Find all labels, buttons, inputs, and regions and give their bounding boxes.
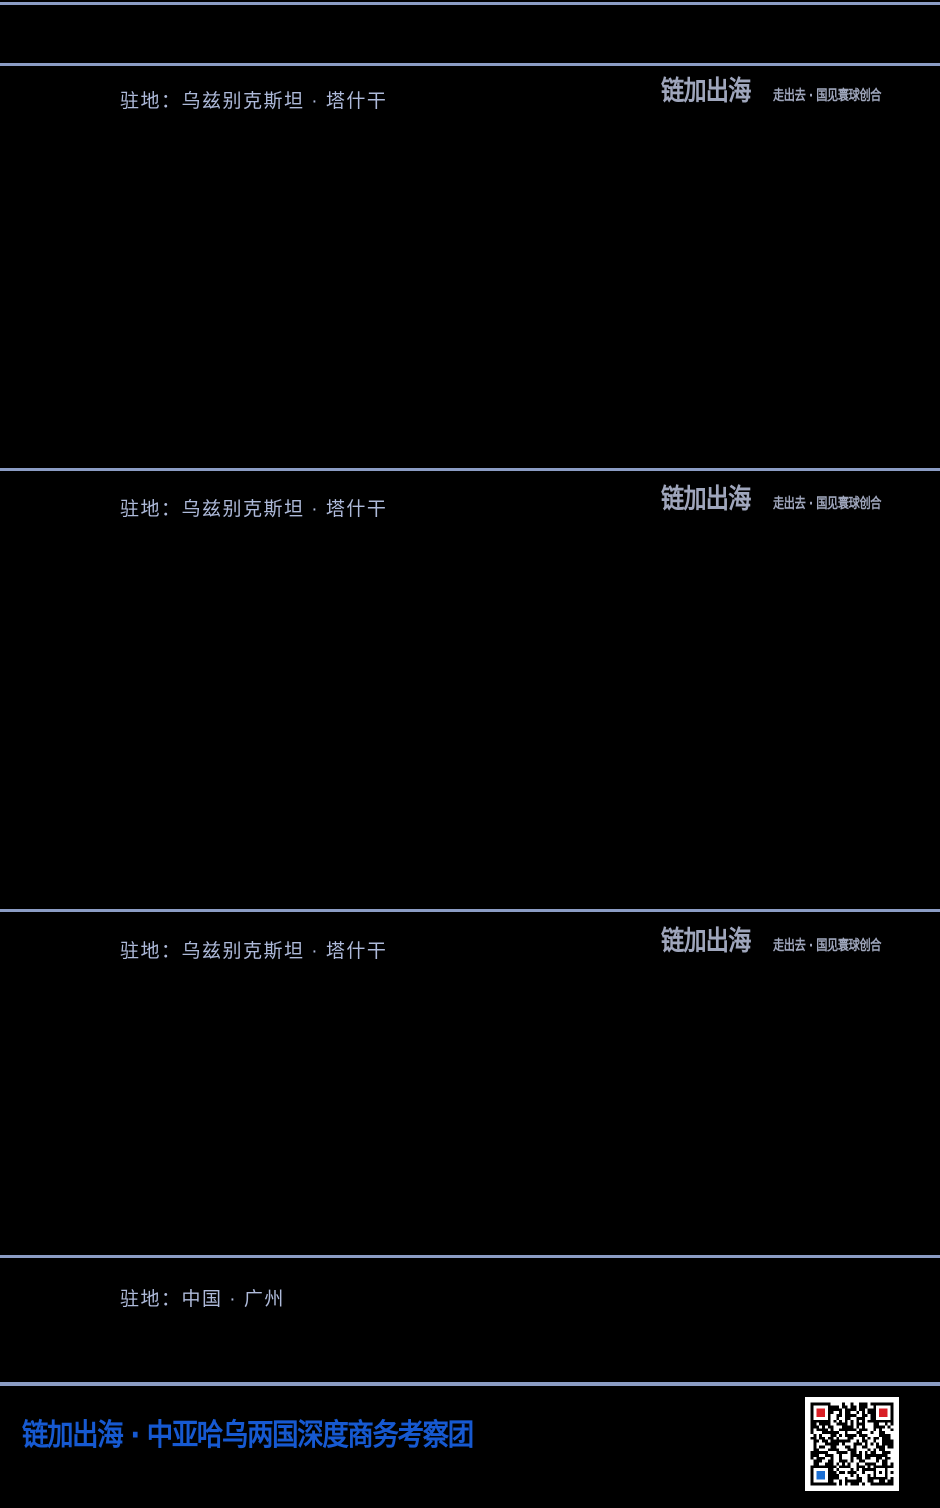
divider-section-3 — [0, 909, 940, 912]
stay-label-3: 驻地：乌兹别克斯坦 · 塔什干 — [120, 941, 388, 962]
divider-section-4 — [0, 1255, 940, 1258]
watermark-logo-subtitle-2: 走出去 · 国见寰球创合 — [772, 496, 881, 512]
divider-section-1 — [0, 63, 940, 66]
divider-top-edge — [0, 2, 940, 5]
watermark-logo-3: 链加出海 走出去 · 国见寰球创合 — [661, 928, 908, 955]
footer-brand-title: 链加出海 · 中亚哈乌两国深度商务考察团 — [22, 1418, 474, 1453]
watermark-logo-main-1: 链加出海 — [660, 76, 751, 107]
qr-code-image — [805, 1397, 899, 1491]
stay-label-4: 驻地：中国 · 广州 — [120, 1289, 285, 1310]
watermark-logo-subtitle-1: 走出去 · 国见寰球创合 — [772, 88, 881, 104]
watermark-logo-subtitle-3: 走出去 · 国见寰球创合 — [772, 938, 881, 954]
divider-footer — [0, 1382, 940, 1386]
divider-bottom-edge — [0, 1505, 940, 1508]
qr-code[interactable] — [805, 1397, 899, 1491]
watermark-logo-main-3: 链加出海 — [660, 926, 751, 957]
watermark-logo-2: 链加出海 走出去 · 国见寰球创合 — [661, 486, 908, 513]
watermark-logo-main-2: 链加出海 — [660, 484, 751, 515]
watermark-logo-1: 链加出海 走出去 · 国见寰球创合 — [661, 78, 908, 105]
stay-label-2: 驻地：乌兹别克斯坦 · 塔什干 — [120, 499, 388, 520]
divider-section-2 — [0, 468, 940, 471]
stay-label-1: 驻地：乌兹别克斯坦 · 塔什干 — [120, 91, 388, 112]
page-footer: 链加出海 · 中亚哈乌两国深度商务考察团 — [0, 1382, 940, 1508]
